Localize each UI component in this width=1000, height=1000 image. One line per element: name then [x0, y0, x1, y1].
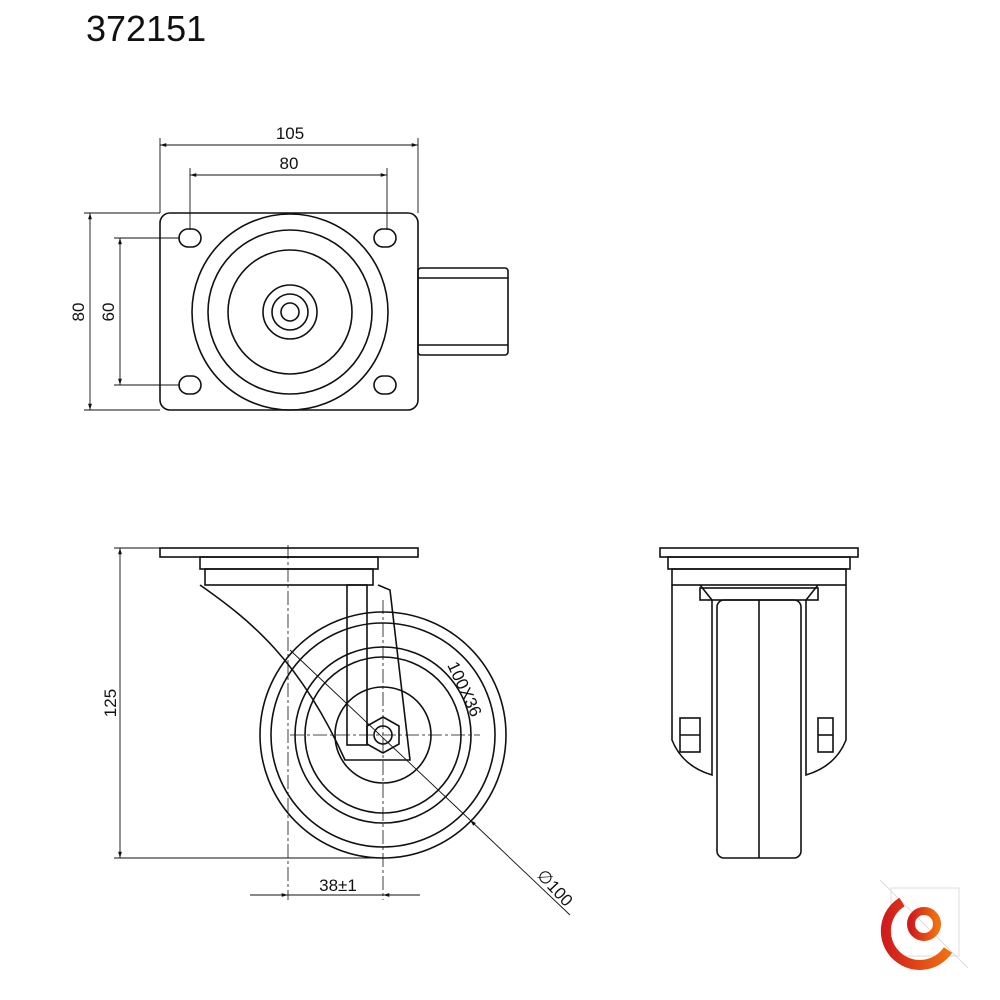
dim-105: 105 — [276, 124, 304, 143]
dim-60: 60 — [99, 303, 118, 322]
dim-80-width: 80 — [280, 154, 299, 173]
dim-125: 125 — [101, 689, 120, 717]
dim-38: 38±1 — [319, 876, 357, 895]
drawing-number: 372151 — [86, 8, 207, 49]
front-view — [659, 547, 859, 859]
wheel-spec-label: 100X36 — [443, 659, 485, 720]
top-view: 105 80 80 60 — [69, 124, 509, 411]
dim-diameter: ∅100 — [533, 866, 576, 911]
side-view: 100X36 125 38±1 ∅100 — [101, 545, 576, 916]
dim-80-height: 80 — [69, 303, 88, 322]
company-logo — [879, 879, 969, 970]
